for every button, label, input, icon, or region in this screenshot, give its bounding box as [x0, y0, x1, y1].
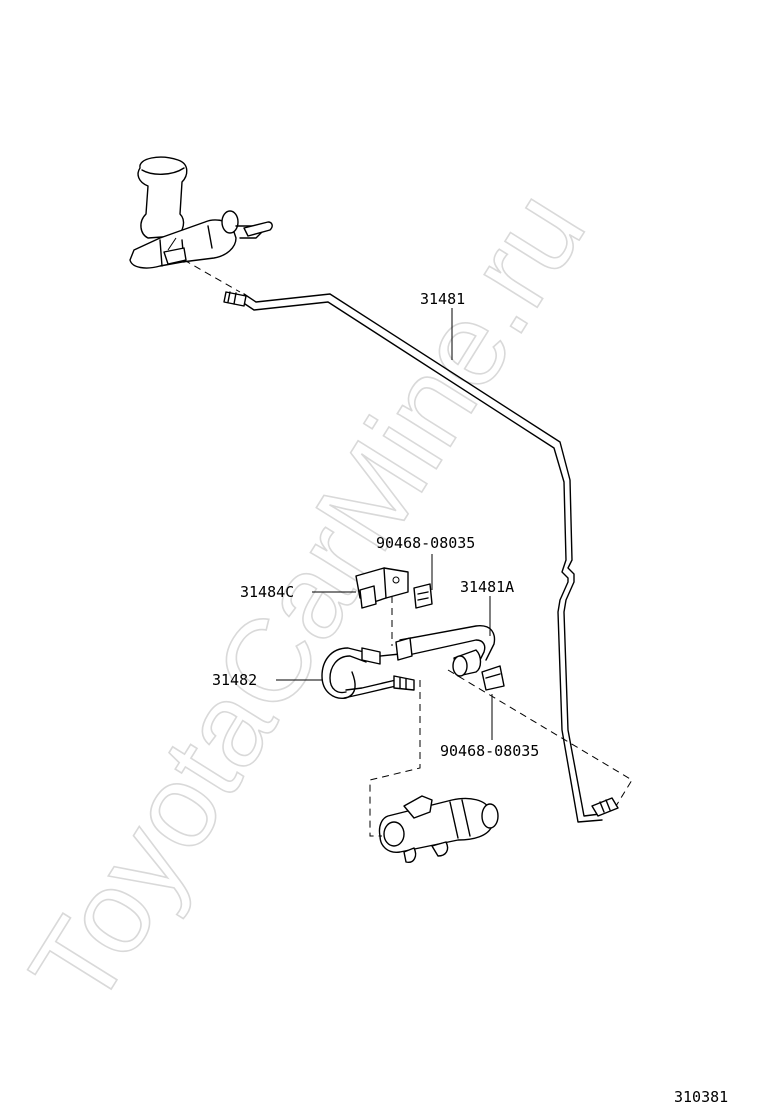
clutch-tube — [223, 291, 619, 823]
label-bracket: 31484C — [240, 583, 294, 601]
diagram-number: 310381 — [674, 1088, 728, 1106]
label-clip-upper: 90468-08035 — [376, 534, 475, 552]
master-cylinder — [129, 156, 273, 293]
label-hose: 31481A — [460, 578, 514, 596]
label-flexible-hose: 31482 — [212, 671, 257, 689]
clip-lower — [481, 665, 505, 691]
bracket — [355, 567, 409, 609]
release-cylinder — [378, 795, 499, 863]
leader-lines — [276, 308, 493, 740]
leader-dashes — [369, 584, 633, 837]
label-tube: 31481 — [420, 290, 465, 308]
watermark: ToyotaCarMine.ru — [5, 169, 610, 1029]
label-clip-lower: 90468-08035 — [440, 742, 539, 760]
hose-assembly — [395, 625, 496, 677]
clip-upper — [413, 583, 433, 609]
